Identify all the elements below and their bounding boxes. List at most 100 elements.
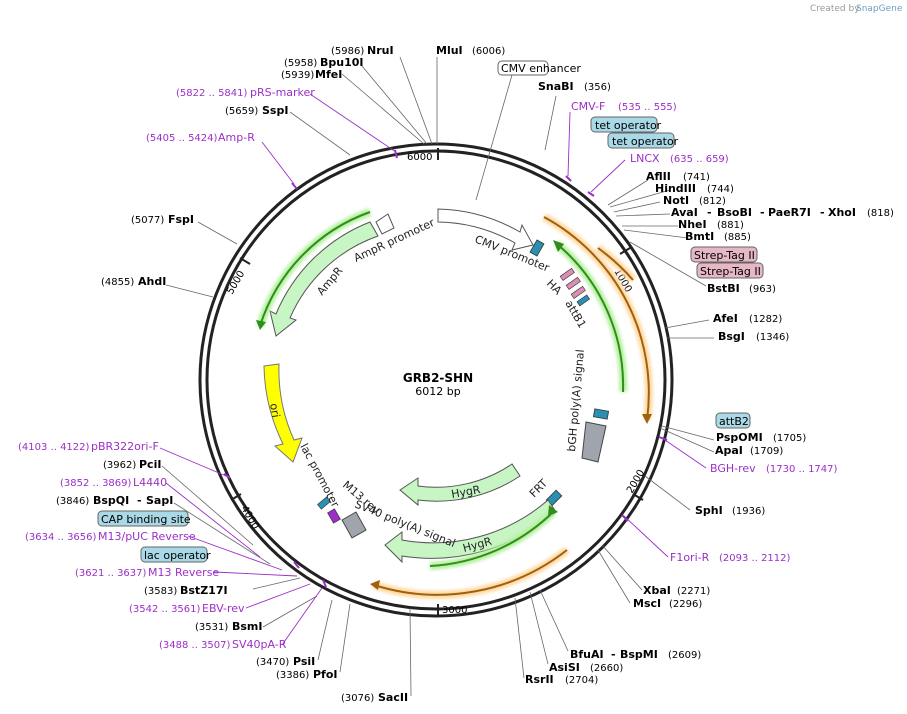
hindiii-name[interactable]: HindIII [655, 182, 696, 195]
cmv-tag [529, 239, 545, 257]
ampr-arrow[interactable] [269, 221, 379, 337]
tick-3000: 3000 [442, 605, 467, 616]
rsrii-name[interactable]: RsrII [525, 673, 554, 686]
aflii-pos: (741) [683, 172, 710, 183]
pbr322-name[interactable]: pBR322ori-F [91, 440, 159, 453]
bmti-pos: (885) [724, 232, 751, 243]
m13puc-name[interactable]: M13/pUC Reverse [98, 530, 196, 543]
tet-operator-1[interactable]: tet operator [590, 116, 662, 133]
tick-4000: 4000 [238, 504, 260, 532]
mlui-name[interactable]: MluI [436, 44, 463, 57]
f1ori-name[interactable]: F1ori-R [670, 551, 710, 564]
bp-ticks [230, 148, 644, 616]
plasmid-name: GRB2-SHN [403, 371, 473, 385]
xbai-name[interactable]: XbaI [643, 584, 671, 597]
pcii-name[interactable]: PciI [139, 458, 161, 471]
f1ori-pos: (2093 .. 2112) [719, 553, 791, 564]
bspqi-name[interactable]: BspQI [93, 494, 129, 507]
frt-label: FRT [527, 477, 550, 500]
mlui-pos: (6006) [472, 46, 505, 57]
noti-name[interactable]: NotI [663, 194, 689, 207]
fspi-name[interactable]: FspI [168, 213, 194, 226]
m13r-pos: (3621 .. 3637) [75, 568, 147, 579]
snabi-name[interactable]: SnaBI [538, 80, 574, 93]
asisi-pos: (2660) [590, 663, 623, 674]
rsrii-pos: (2704) [565, 675, 598, 686]
sapi-name[interactable]: SapI [146, 494, 173, 507]
cmv-promoter-arrow[interactable] [437, 208, 534, 251]
xbai-pos: (2271) [677, 586, 710, 597]
tet-operator-2[interactable]: tet operator [607, 132, 679, 149]
ahdi-name[interactable]: AhdI [138, 275, 166, 288]
strep-tag-1[interactable]: Strep-Tag II [690, 246, 758, 263]
l4440-pos: (3852 .. 3869) [60, 478, 132, 489]
leader-lines [161, 56, 715, 697]
bsobi-name[interactable]: BsoBI [717, 206, 752, 219]
ori-arrow[interactable] [263, 363, 303, 463]
m13puc-pos: (3634 .. 3656) [25, 532, 97, 543]
svg-text:-: - [137, 494, 142, 507]
bsgi-name[interactable]: BsgI [718, 330, 745, 343]
ampr-primer-name[interactable]: Amp-R [218, 131, 255, 144]
orf-orange3-arc[interactable] [373, 549, 568, 596]
hygr-orf-head [548, 505, 558, 516]
psii-name[interactable]: PsiI [293, 655, 315, 668]
lac-operator-box[interactable]: lac operator [140, 546, 211, 563]
pspomi-name[interactable]: PspOMI [716, 431, 763, 444]
hygr-arrow-outer[interactable] [384, 499, 557, 564]
bpu10i-name[interactable]: Bpu10I [320, 56, 364, 69]
msci-name[interactable]: MscI [633, 597, 661, 610]
asisi-name[interactable]: AsiSI [549, 661, 580, 674]
m13r-name[interactable]: M13 Reverse [148, 566, 219, 579]
bstbi-name[interactable]: BstBI [707, 282, 740, 295]
lac-promoter-label: lac promoter [297, 441, 342, 510]
sv40-polya-box[interactable] [341, 511, 367, 539]
svg-text:lac operator: lac operator [144, 549, 211, 562]
apai-name[interactable]: ApaI [715, 444, 743, 457]
cmvf-name[interactable]: CMV-F [571, 100, 605, 113]
bspqi-pos: (3846) [56, 496, 89, 507]
bgh-polya-box[interactable] [581, 421, 607, 463]
bspmi-name[interactable]: BspMI [620, 648, 658, 661]
ebv-pos: (3542 .. 3561) [129, 604, 201, 615]
sacii-name[interactable]: SacII [378, 691, 408, 704]
cap-tag [317, 496, 331, 510]
sv40par-name[interactable]: SV40pA-R [232, 638, 287, 651]
pcii-pos: (3962) [103, 460, 136, 471]
l4440-name[interactable]: L4440 [133, 476, 167, 489]
cap-binding-site-box[interactable]: CAP binding site [97, 510, 191, 527]
paer7i-name[interactable]: PaeR7I [768, 206, 811, 219]
bghrev-name[interactable]: BGH-rev [710, 462, 756, 475]
bsmi-name[interactable]: BsmI [232, 620, 263, 633]
sphi-name[interactable]: SphI [695, 504, 723, 517]
cmv-enhancer-box[interactable]: CMV enhancer [497, 60, 581, 76]
sspi-name[interactable]: SspI [262, 104, 288, 117]
avai-name[interactable]: AvaI [671, 206, 698, 219]
psii-pos: (3470) [256, 657, 289, 668]
nrui-name[interactable]: NruI [367, 44, 394, 57]
hygr-arrow-inner[interactable] [399, 463, 521, 507]
lncx-name[interactable]: LNCX [630, 152, 660, 165]
bstz17i-name[interactable]: BstZ17I [180, 584, 228, 597]
bfuai-name[interactable]: BfuAI [570, 648, 604, 661]
strep-tag-2[interactable]: Strep-Tag II [696, 262, 764, 279]
ampr-promoter-arrow[interactable] [375, 213, 395, 235]
xhoi-name[interactable]: XhoI [828, 206, 856, 219]
orf-orange1-arc[interactable] [543, 216, 650, 421]
svg-text:tet operator: tet operator [612, 135, 679, 148]
pfoi-name[interactable]: PfoI [313, 668, 338, 681]
mfei-name[interactable]: MfeI [315, 68, 342, 81]
afei-name[interactable]: AfeI [713, 312, 738, 325]
prs-name[interactable]: pRS-marker [250, 86, 315, 99]
ebv-name[interactable]: EBV-rev [202, 602, 245, 615]
pbr322-pos: (4103 .. 4122) [18, 442, 90, 453]
aflii-name[interactable]: AflII [646, 170, 671, 183]
nhei-name[interactable]: NheI [678, 218, 707, 231]
ampr-orf-head [256, 320, 266, 330]
bmti-name[interactable]: BmtI [685, 230, 714, 243]
grb2-orf-arc[interactable] [556, 243, 625, 393]
attb2-box[interactable]: attB2 [715, 412, 751, 429]
credit-prefix: Created by [810, 4, 860, 14]
plasmid-size: 6012 bp [415, 385, 460, 398]
